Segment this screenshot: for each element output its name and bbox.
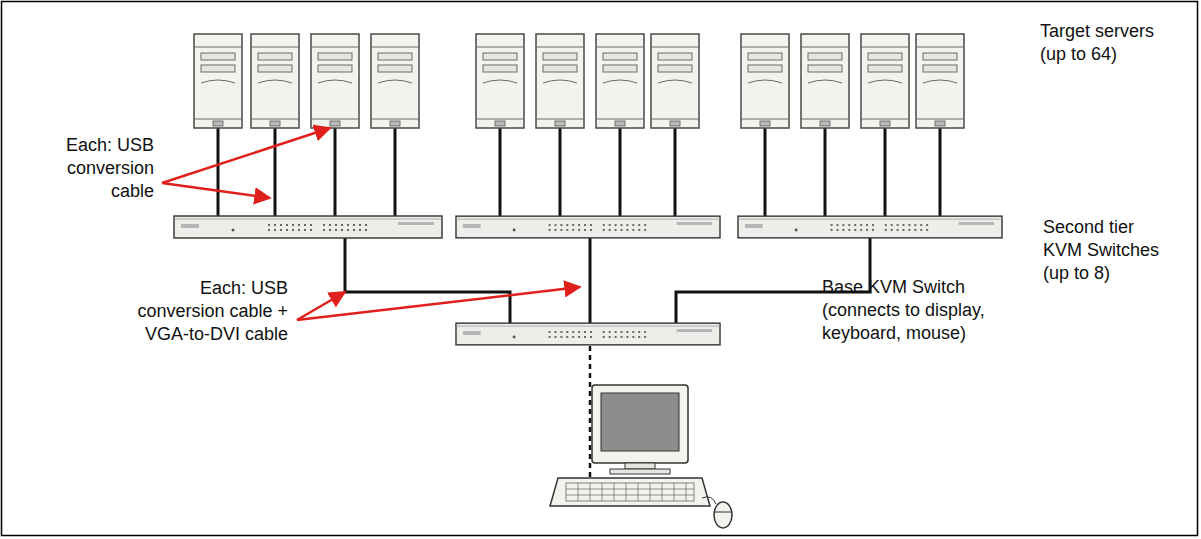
- tier-cables: [345, 238, 870, 323]
- mouse: [702, 497, 732, 528]
- cable-callout: Each: USB conversion cable: [52, 134, 154, 203]
- keyboard: [550, 478, 710, 506]
- console-cable: [555, 346, 590, 492]
- kvm-switches: [174, 216, 1002, 345]
- monitor: [592, 385, 688, 474]
- cable-callout: Each: USB conversion cable + VGA-to-DVI …: [128, 277, 288, 346]
- base-switch-label: Base KVM Switch (connects to display, ke…: [822, 276, 1000, 345]
- target-servers: [194, 34, 964, 128]
- servers-label: Target servers (up to 64): [1040, 20, 1168, 66]
- server-cables: [218, 128, 940, 216]
- switches-label: Second tier KVM Switches (up to 8): [1043, 216, 1169, 285]
